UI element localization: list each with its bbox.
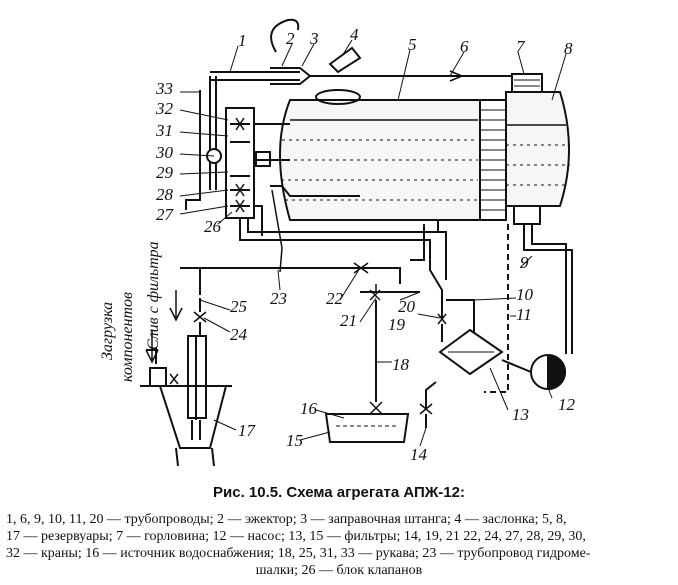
ejector-2 bbox=[210, 71, 300, 81]
callout-7: 7 bbox=[516, 37, 526, 56]
callout-1: 1 bbox=[238, 31, 247, 50]
pipeline-1 bbox=[209, 76, 217, 190]
callout-10: 10 bbox=[516, 285, 534, 304]
callout-11: 11 bbox=[516, 305, 532, 324]
distribution-pipe bbox=[180, 267, 401, 284]
callout-23: 23 bbox=[270, 289, 287, 308]
pipeline-20 bbox=[239, 218, 443, 320]
valve-22 bbox=[353, 262, 369, 274]
callout-27: 27 bbox=[156, 205, 175, 224]
valve-14 bbox=[419, 403, 433, 415]
callout-17: 17 bbox=[238, 421, 257, 440]
callout-24: 24 bbox=[230, 325, 248, 344]
valve-19 bbox=[437, 313, 447, 325]
callout-4: 4 bbox=[350, 25, 359, 44]
filter-15 bbox=[324, 413, 410, 443]
charging-rod-3 bbox=[270, 18, 300, 53]
callout-26: 26 bbox=[204, 217, 222, 236]
apzh12-schematic: 1 2 3 4 5 6 7 8 9 10 11 12 13 14 15 16 1… bbox=[99, 18, 576, 467]
callout-22: 22 bbox=[326, 289, 344, 308]
callout-13: 13 bbox=[512, 405, 529, 424]
callout-16: 16 bbox=[300, 399, 318, 418]
valve-24 bbox=[193, 311, 207, 323]
callout-33: 33 bbox=[155, 79, 173, 98]
callout-14: 14 bbox=[410, 445, 428, 464]
legend-line-4: шалки; 26 — блок клапанов bbox=[255, 563, 423, 578]
figure-legend: 1, 6, 9, 10, 11, 20 — трубопроводы; 2 — … bbox=[6, 511, 672, 579]
callout-2: 2 bbox=[286, 29, 295, 48]
callout-32: 32 bbox=[155, 99, 174, 118]
callout-9: 9 bbox=[520, 253, 529, 272]
reservoir-17 bbox=[146, 335, 228, 467]
figure-caption: Рис. 10.5. Схема агрегата АПЖ-12: bbox=[213, 484, 465, 501]
legend-line-2: 17 — резервуары; 7 — горловина; 12 — нас… bbox=[6, 529, 586, 544]
loading-valve bbox=[169, 373, 179, 385]
tank-dome bbox=[315, 89, 361, 105]
valve-16 bbox=[369, 401, 383, 415]
callout-29: 29 bbox=[156, 163, 174, 182]
callout-12: 12 bbox=[558, 395, 576, 414]
hose-33 bbox=[185, 90, 201, 210]
callout-21: 21 bbox=[340, 311, 357, 330]
callout-28: 28 bbox=[156, 185, 174, 204]
tank-8 bbox=[505, 91, 570, 225]
radiator-grid bbox=[479, 99, 507, 221]
drain-label: Слив с фильтра bbox=[145, 241, 162, 350]
callout-30: 30 bbox=[155, 143, 174, 162]
callout-25: 25 bbox=[230, 297, 247, 316]
callout-6: 6 bbox=[460, 37, 469, 56]
callout-3: 3 bbox=[309, 29, 319, 48]
pipeline-11 bbox=[484, 224, 509, 393]
callout-20: 20 bbox=[398, 297, 416, 316]
hydromixer-pipe-23 bbox=[270, 185, 360, 197]
legend-line-1: 1, 6, 9, 10, 11, 20 — трубопроводы; 2 — … bbox=[6, 512, 567, 527]
leader-lines bbox=[179, 39, 567, 447]
legend-line-3: 32 — краны; 16 — источник водоснабжения;… bbox=[6, 546, 591, 561]
damper-4 bbox=[328, 46, 362, 74]
callout-31: 31 bbox=[155, 121, 173, 140]
callout-5: 5 bbox=[408, 35, 417, 54]
loading-label: Загрузка bbox=[99, 302, 116, 360]
callout-18: 18 bbox=[392, 355, 410, 374]
tank-5 bbox=[279, 99, 481, 221]
callout-15: 15 bbox=[286, 431, 303, 450]
callout-8: 8 bbox=[564, 39, 573, 58]
pipeline-9 bbox=[523, 224, 573, 354]
components-label: компонентов bbox=[119, 292, 136, 382]
neck-7 bbox=[511, 73, 543, 93]
callout-labels: 1 2 3 4 5 6 7 8 9 10 11 12 13 14 15 16 1… bbox=[155, 25, 576, 464]
callout-19: 19 bbox=[388, 315, 406, 334]
